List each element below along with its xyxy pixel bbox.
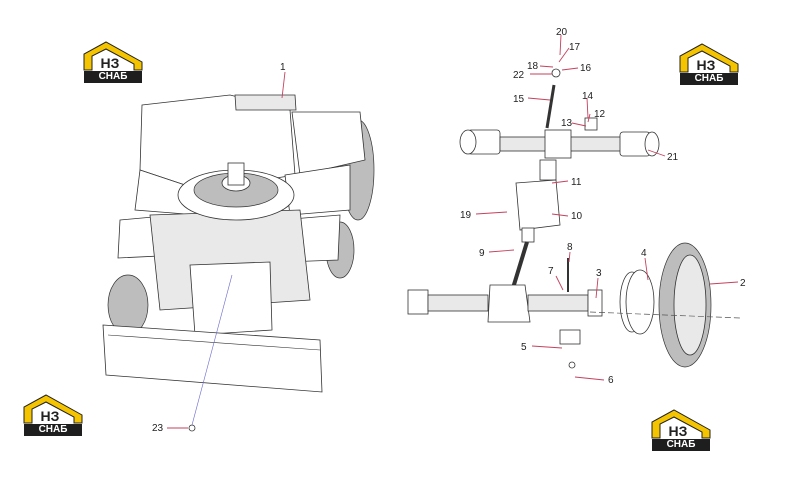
callout-3: 3 <box>596 268 602 279</box>
callout-17: 17 <box>569 42 581 53</box>
gearbox-output <box>521 227 535 243</box>
callout-4: 4 <box>641 248 647 259</box>
callout-9: 9 <box>479 248 485 259</box>
nut <box>568 361 576 369</box>
callout-15: 15 <box>513 94 525 105</box>
logo-text-top: НЗ <box>696 57 716 73</box>
ball-joint <box>551 68 561 78</box>
rear-axle-left-end <box>407 289 429 315</box>
dozer-blade <box>102 324 323 393</box>
rear-axle-right-end <box>587 289 603 317</box>
callout-22: 22 <box>513 70 525 81</box>
front-axle-assembly <box>459 68 660 159</box>
callout-21: 21 <box>667 152 679 163</box>
callout-1: 1 <box>280 62 286 73</box>
logo-text-bottom: СНАБ <box>84 71 142 83</box>
frame-right-plate <box>291 111 366 176</box>
callout-19: 19 <box>460 210 472 221</box>
callout-12: 12 <box>594 109 606 120</box>
callout-16: 16 <box>580 63 592 74</box>
frame-top-bracket <box>234 94 297 111</box>
fastener-23 <box>188 424 196 432</box>
callout-labels: 1 2 3 4 5 6 7 8 9 10 11 12 13 14 15 16 1… <box>152 27 746 434</box>
callout-20: 20 <box>556 27 568 38</box>
axle-differential <box>544 129 572 159</box>
frame-rear-block <box>189 261 273 336</box>
gearbox-housing <box>515 179 561 231</box>
callout-18: 18 <box>527 61 539 72</box>
logo-text-top: НЗ <box>100 55 120 71</box>
transfer-gearbox <box>511 159 561 289</box>
axle-clamp-plate <box>559 329 581 345</box>
hub-shaft <box>227 162 245 186</box>
drive-flange <box>539 159 557 181</box>
callout-7: 7 <box>548 266 554 277</box>
callout-14: 14 <box>582 91 594 102</box>
leader-lines <box>167 34 739 429</box>
logo-text-top: НЗ <box>668 423 688 439</box>
axle-left-hub <box>459 129 477 155</box>
logo-text-bottom: СНАБ <box>652 439 710 451</box>
logo-text-bottom: СНАБ <box>24 424 82 436</box>
rear-axle-right-tube <box>527 294 589 312</box>
logo-house-icon <box>651 409 711 439</box>
rear-axle-assembly <box>407 242 741 369</box>
callout-2: 2 <box>740 278 746 289</box>
callout-13: 13 <box>561 118 573 129</box>
logo-text-top: НЗ <box>40 408 60 424</box>
logo-house-icon <box>83 41 143 71</box>
logo-house-icon <box>679 43 739 73</box>
axle-right-hub <box>644 131 660 157</box>
brand-logo: НЗ СНАБ <box>678 42 740 88</box>
callout-5: 5 <box>521 342 527 353</box>
callout-8: 8 <box>567 242 573 253</box>
callout-23: 23 <box>152 423 164 434</box>
brand-logo: НЗ СНАБ <box>82 40 144 86</box>
callout-10: 10 <box>571 211 583 222</box>
chassis-assembly <box>102 94 375 393</box>
wheel-rim <box>625 269 655 335</box>
tire-tread <box>673 254 707 356</box>
callout-11: 11 <box>571 177 582 188</box>
callout-6: 6 <box>608 375 614 386</box>
logo-text-bottom: СНАБ <box>680 73 738 85</box>
logo-house-icon <box>23 394 83 424</box>
rear-axle-left-tube <box>427 294 489 312</box>
rear-differential <box>487 284 531 323</box>
brand-logo: НЗ СНАБ <box>650 408 712 454</box>
brand-logo: НЗ СНАБ <box>22 393 84 439</box>
